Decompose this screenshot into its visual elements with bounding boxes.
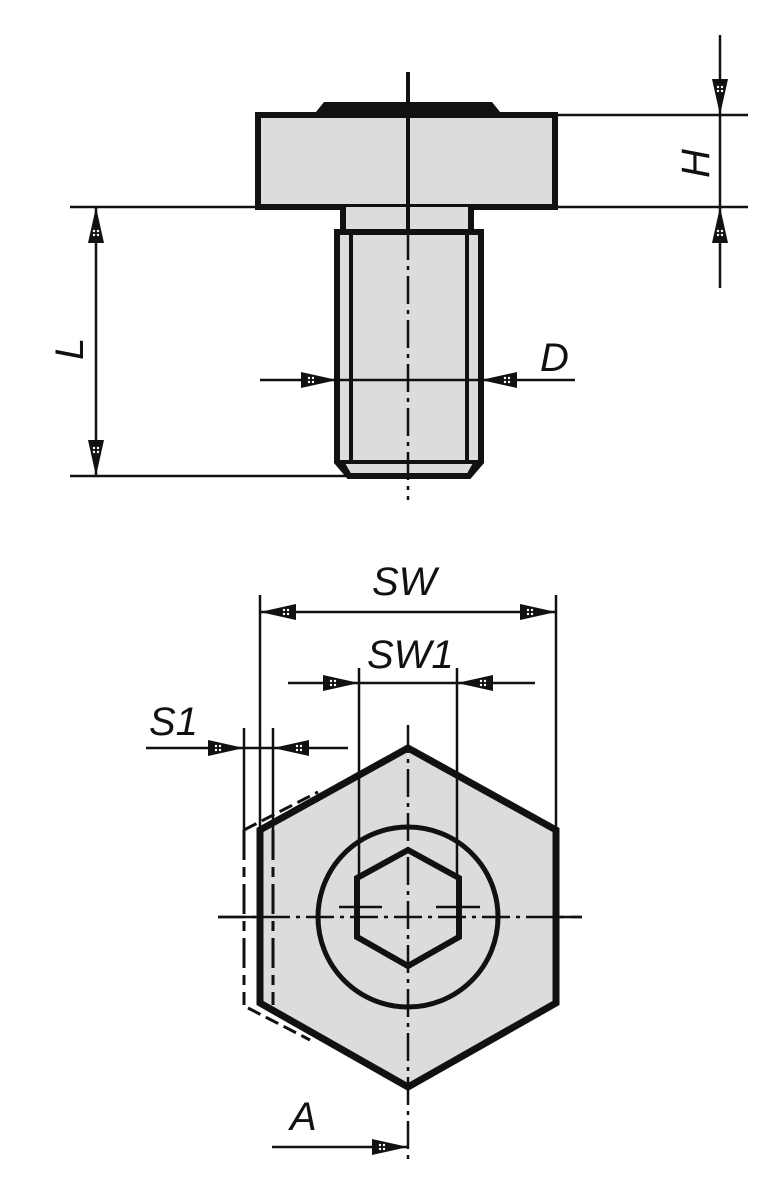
dimension-SW [258, 595, 558, 830]
dimension-L [70, 205, 349, 478]
label-SW: SW [372, 560, 437, 604]
label-A: A [290, 1095, 317, 1139]
dimension-S1 [146, 728, 348, 830]
label-S1: S1 [149, 700, 198, 744]
side-view [70, 35, 748, 500]
dimension-D [260, 372, 575, 388]
dimension-H [555, 35, 748, 288]
top-view [146, 595, 582, 1165]
label-SW1: SW1 [367, 633, 454, 677]
dimension-SW1 [288, 668, 535, 878]
label-H: H [674, 149, 718, 178]
label-D: D [540, 336, 569, 380]
dimension-A [272, 1139, 408, 1155]
label-L: L [48, 337, 92, 360]
